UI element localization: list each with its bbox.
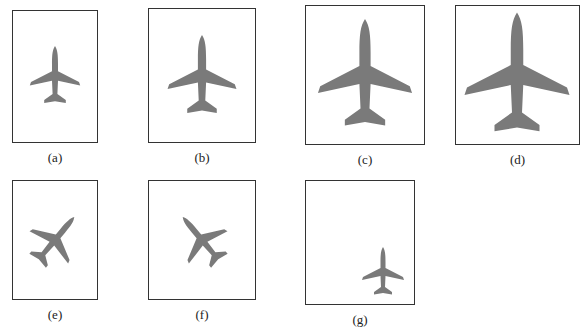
figure-frame: (b) <box>148 8 256 143</box>
panel-label: (f) <box>196 308 209 321</box>
airplane-shape <box>362 247 404 295</box>
panel-label: (g) <box>352 313 367 326</box>
panel-label: (d) <box>510 153 525 166</box>
airplane-shape <box>18 201 93 277</box>
figure-frame: (e) <box>12 180 98 300</box>
panel-label: (c) <box>358 153 372 166</box>
panel-label: (e) <box>48 308 62 321</box>
panel-label: (b) <box>194 151 209 164</box>
figure-frame: (d) <box>455 5 580 145</box>
figure-frame: (c) <box>305 5 425 145</box>
figure-frame: (g) <box>305 180 415 305</box>
airplane-shape <box>465 13 570 132</box>
airplane-shape <box>318 19 412 125</box>
airplane-shape <box>168 35 237 113</box>
airplane-shape <box>30 46 80 103</box>
airplane-shape <box>163 201 238 277</box>
panel-label: (a) <box>48 151 62 164</box>
figure-frame: (f) <box>148 180 256 300</box>
figure-frame: (a) <box>12 10 98 143</box>
